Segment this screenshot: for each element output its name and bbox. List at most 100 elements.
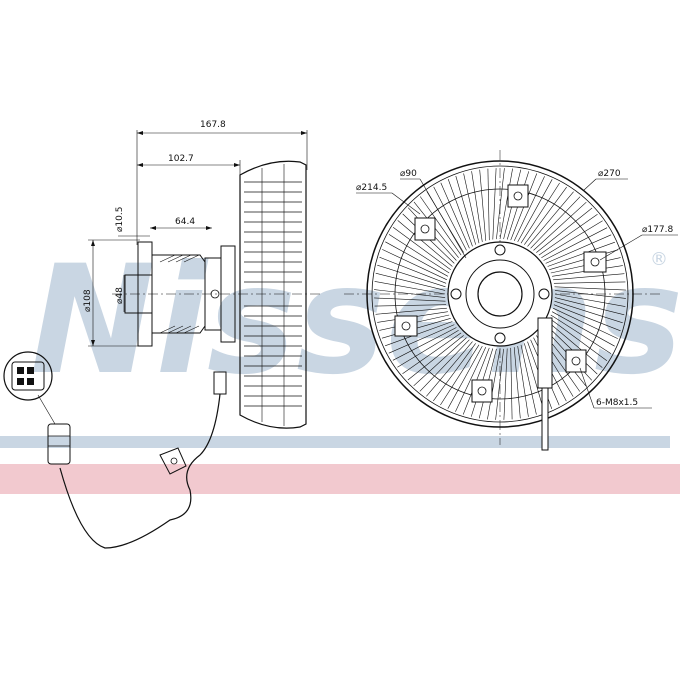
- dim-flange-depth: 64.4: [175, 217, 195, 227]
- bolt-hole: [494, 244, 506, 256]
- fin: [374, 297, 446, 302]
- fin: [554, 297, 625, 316]
- leader-thread: [579, 367, 595, 409]
- clutch-housing: [220, 245, 236, 343]
- bolt-hole: [538, 288, 550, 300]
- fin: [517, 179, 553, 243]
- thread-hole: [420, 224, 430, 234]
- fin: [547, 321, 603, 368]
- arrowhead: [137, 131, 143, 135]
- dim-fan-diameter: ⌀270: [598, 169, 621, 179]
- hub-flange: [124, 241, 236, 347]
- fin: [527, 191, 574, 247]
- bolt-hole: [494, 332, 506, 344]
- fin: [496, 168, 505, 240]
- arrowhead: [91, 340, 95, 346]
- fin: [545, 234, 612, 264]
- fin: [440, 344, 480, 406]
- thread-hole: [477, 386, 487, 396]
- fin: [551, 311, 615, 347]
- fin: [413, 201, 459, 258]
- hub-hatching: [159, 254, 200, 334]
- arrowhead: [150, 226, 156, 230]
- connector-face: [3, 351, 53, 401]
- fin: [397, 220, 453, 267]
- fin: [384, 321, 453, 347]
- registered-mark: ®: [650, 249, 668, 270]
- fin: [517, 346, 529, 417]
- fin: [419, 339, 470, 392]
- fin: [413, 337, 467, 387]
- fin: [433, 186, 467, 251]
- arrowhead: [206, 226, 212, 230]
- arrowhead: [234, 163, 240, 167]
- fin: [503, 348, 508, 420]
- thread-hole: [513, 191, 523, 201]
- outer-ring: [366, 160, 634, 428]
- bolt-head: [210, 289, 220, 299]
- fin: [392, 227, 451, 270]
- radial-fins: [374, 168, 626, 420]
- fin: [499, 168, 513, 240]
- fin: [554, 293, 626, 307]
- bore-boss: [124, 274, 153, 314]
- leader-177: [599, 234, 643, 261]
- front-view: ⌀270 ⌀214.5 ⌀90 ⌀177.8 6-M8x1.5: [344, 150, 678, 451]
- connector-plug-icon: [3, 351, 53, 401]
- fin: [495, 348, 504, 420]
- fin: [385, 241, 449, 277]
- fin: [487, 168, 490, 241]
- fin: [426, 341, 473, 397]
- bore: [477, 271, 523, 317]
- cable-exit: [541, 387, 549, 451]
- arrowhead: [91, 240, 95, 246]
- outer-ring-inner: [371, 165, 629, 423]
- red-stripe: [0, 464, 680, 494]
- fin: [524, 343, 545, 413]
- connector-body: [47, 423, 71, 465]
- fan-outline: [239, 160, 307, 429]
- dim-bolt-hole: ⌀10.5: [115, 207, 125, 232]
- fin: [455, 175, 476, 245]
- cable-icon: [59, 393, 221, 549]
- fin: [554, 300, 623, 324]
- fin: [433, 343, 476, 402]
- arrowhead: [137, 163, 143, 167]
- boss: [414, 217, 436, 241]
- fan-blade-pack: [239, 160, 307, 429]
- fin: [543, 227, 608, 261]
- fin: [547, 241, 616, 267]
- fin: [374, 289, 446, 298]
- fin: [447, 345, 483, 409]
- fin: [554, 290, 626, 299]
- arrowhead: [301, 131, 307, 135]
- leader-270: [583, 178, 597, 191]
- fin: [545, 324, 598, 375]
- fin: [455, 346, 487, 412]
- fin: [513, 176, 545, 242]
- fin: [402, 332, 462, 375]
- fin: [530, 196, 581, 249]
- fin: [541, 220, 603, 258]
- dim-inner-ring: ⌀214.5: [356, 183, 387, 193]
- thread-hole: [590, 257, 600, 267]
- fin: [510, 347, 513, 420]
- pin: [27, 367, 34, 374]
- fin: [520, 344, 537, 415]
- boss: [507, 184, 529, 208]
- fin: [463, 173, 480, 244]
- fin: [374, 304, 447, 307]
- fin: [388, 324, 455, 354]
- fin: [553, 273, 625, 281]
- boss: [583, 251, 607, 273]
- leader-connector: [37, 394, 56, 425]
- dim-bolt-circle: ⌀177.8: [642, 225, 673, 235]
- fin: [471, 171, 483, 242]
- fin: [536, 207, 593, 253]
- fin: [440, 182, 470, 249]
- connector-housing: [11, 361, 45, 391]
- fin: [374, 281, 446, 295]
- fin: [379, 256, 447, 284]
- fin: [524, 186, 567, 245]
- dim-thread-spec: 6-M8x1.5: [596, 398, 638, 408]
